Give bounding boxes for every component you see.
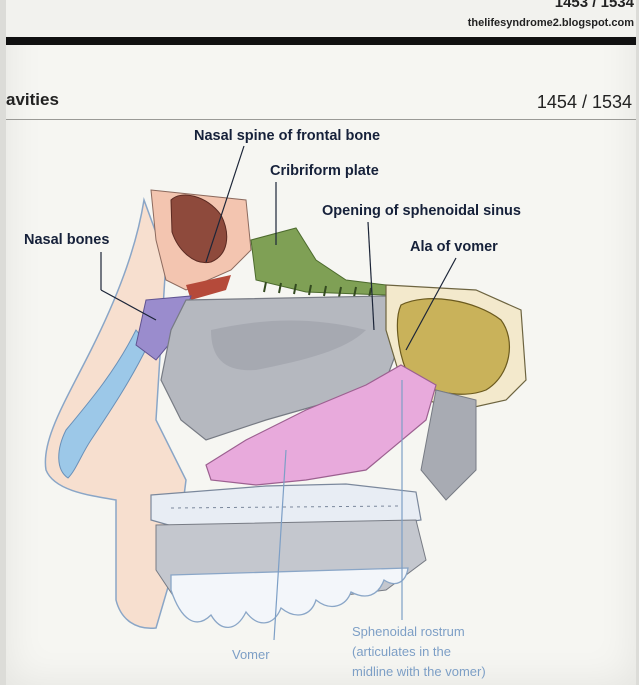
label-vomer: Vomer xyxy=(232,645,270,665)
label-ala-of-vomer: Ala of vomer xyxy=(410,239,498,255)
label-sphenoidal-opening: Opening of sphenoidal sinus xyxy=(322,203,521,219)
label-sphenoidal-rostrum-line2: (articulates in the xyxy=(352,642,486,662)
nasal-cavity-illustration xyxy=(6,0,636,685)
label-cribriform-plate: Cribriform plate xyxy=(270,163,379,179)
label-nasal-bones: Nasal bones xyxy=(24,232,109,248)
cribriform-plate xyxy=(251,228,386,295)
label-sphenoidal-rostrum: Sphenoidal rostrum (articulates in the m… xyxy=(352,622,486,682)
label-sphenoidal-rostrum-line1: Sphenoidal rostrum xyxy=(352,622,486,642)
teeth xyxy=(171,568,408,627)
label-sphenoidal-rostrum-line3: midline with the vomer) xyxy=(352,662,486,682)
label-nasal-spine: Nasal spine of frontal bone xyxy=(194,128,380,144)
screen: 1453 / 1534 thelifesyndrome2.blogspot.co… xyxy=(6,0,636,685)
